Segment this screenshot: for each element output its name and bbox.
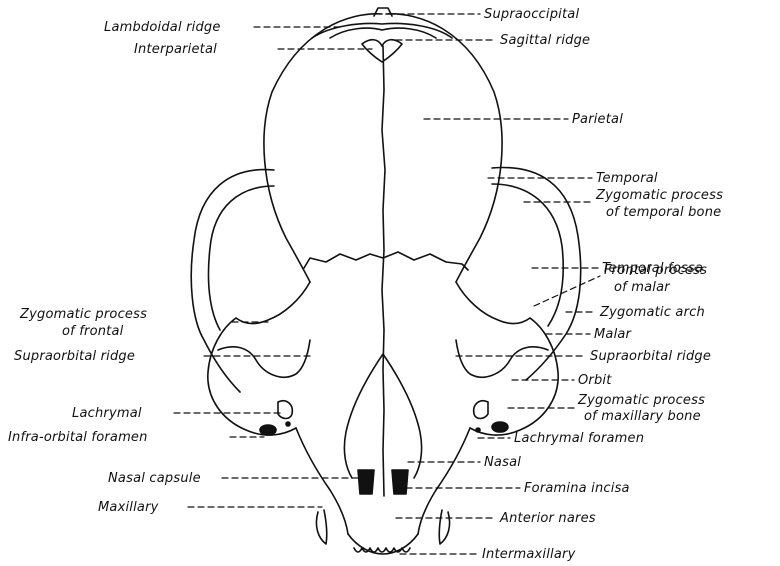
supraoccipital-notch: [374, 8, 392, 16]
left-lachrymal-bone: [278, 401, 292, 419]
label-zyg-frontal-1: Zygomatic process: [20, 307, 147, 322]
label-lambdoidal-ridge: Lambdoidal ridge: [104, 20, 221, 35]
label-temporal: Temporal: [596, 171, 658, 186]
right-frontal-outline: [456, 282, 558, 435]
label-zyg-maxillary-2: of maxillary bone: [584, 409, 701, 424]
lambdoidal-ridge-line: [330, 28, 436, 38]
label-frontal-process-malar-2: of malar: [614, 280, 670, 295]
left-infraorbital-foramen: [260, 425, 276, 435]
label-intermaxillary: Intermaxillary: [482, 547, 575, 562]
right-infraorbital-foramen: [492, 422, 508, 432]
label-zyg-temporal-1: Zygomatic process: [596, 188, 723, 203]
label-maxillary: Maxillary: [98, 500, 159, 515]
left-frontal-outline: [208, 282, 310, 435]
label-parietal: Parietal: [572, 112, 623, 127]
label-malar: Malar: [594, 327, 631, 342]
maxilla-left-outline: [296, 428, 348, 534]
left-orbit-inner: [218, 340, 310, 377]
sagittal-suture: [382, 46, 385, 496]
right-lachrymal-foramen: [476, 428, 480, 432]
label-supraorbital-right: Supraorbital ridge: [590, 349, 711, 364]
label-supraorbital-left: Supraorbital ridge: [14, 349, 135, 364]
label-lachrymal-foramen: Lachrymal foramen: [514, 431, 644, 446]
label-foramina-incisa: Foramina incisa: [524, 481, 630, 496]
label-sagittal-ridge: Sagittal ridge: [500, 33, 590, 48]
label-lachrymal: Lachrymal: [72, 406, 142, 421]
right-canine: [439, 510, 449, 544]
label-supraoccipital: Supraoccipital: [484, 7, 579, 22]
label-nasal: Nasal: [484, 455, 521, 470]
label-zyg-temporal-2: of temporal bone: [606, 205, 721, 220]
label-nasal-capsule: Nasal capsule: [108, 471, 201, 486]
label-frontal-process-malar-1: Frontal process: [604, 263, 707, 278]
label-zyg-frontal-2: of frontal: [62, 324, 123, 339]
label-orbit: Orbit: [578, 373, 612, 388]
label-anterior-nares: Anterior nares: [500, 511, 596, 526]
label-zyg-maxillary-1: Zygomatic process: [578, 393, 705, 408]
interparietal-bone: [362, 40, 402, 62]
left-anterior-naris: [358, 470, 374, 494]
leader-frontal-process-malar: [534, 276, 600, 306]
right-zygomatic-arch: [492, 168, 581, 380]
right-anterior-naris: [392, 470, 408, 494]
label-zygomatic-arch: Zygomatic arch: [600, 305, 705, 320]
left-zygomatic-arch: [191, 170, 274, 392]
left-lachrymal-foramen: [286, 422, 290, 426]
frontoparietal-suture: [304, 252, 468, 270]
label-infra-orbital-foramen: Infra-orbital foramen: [8, 430, 148, 445]
label-interparietal: Interparietal: [134, 42, 217, 57]
incisor-row: [354, 548, 410, 552]
right-lachrymal-bone: [474, 401, 488, 419]
left-canine: [316, 510, 326, 544]
leader-lines: [174, 14, 600, 554]
